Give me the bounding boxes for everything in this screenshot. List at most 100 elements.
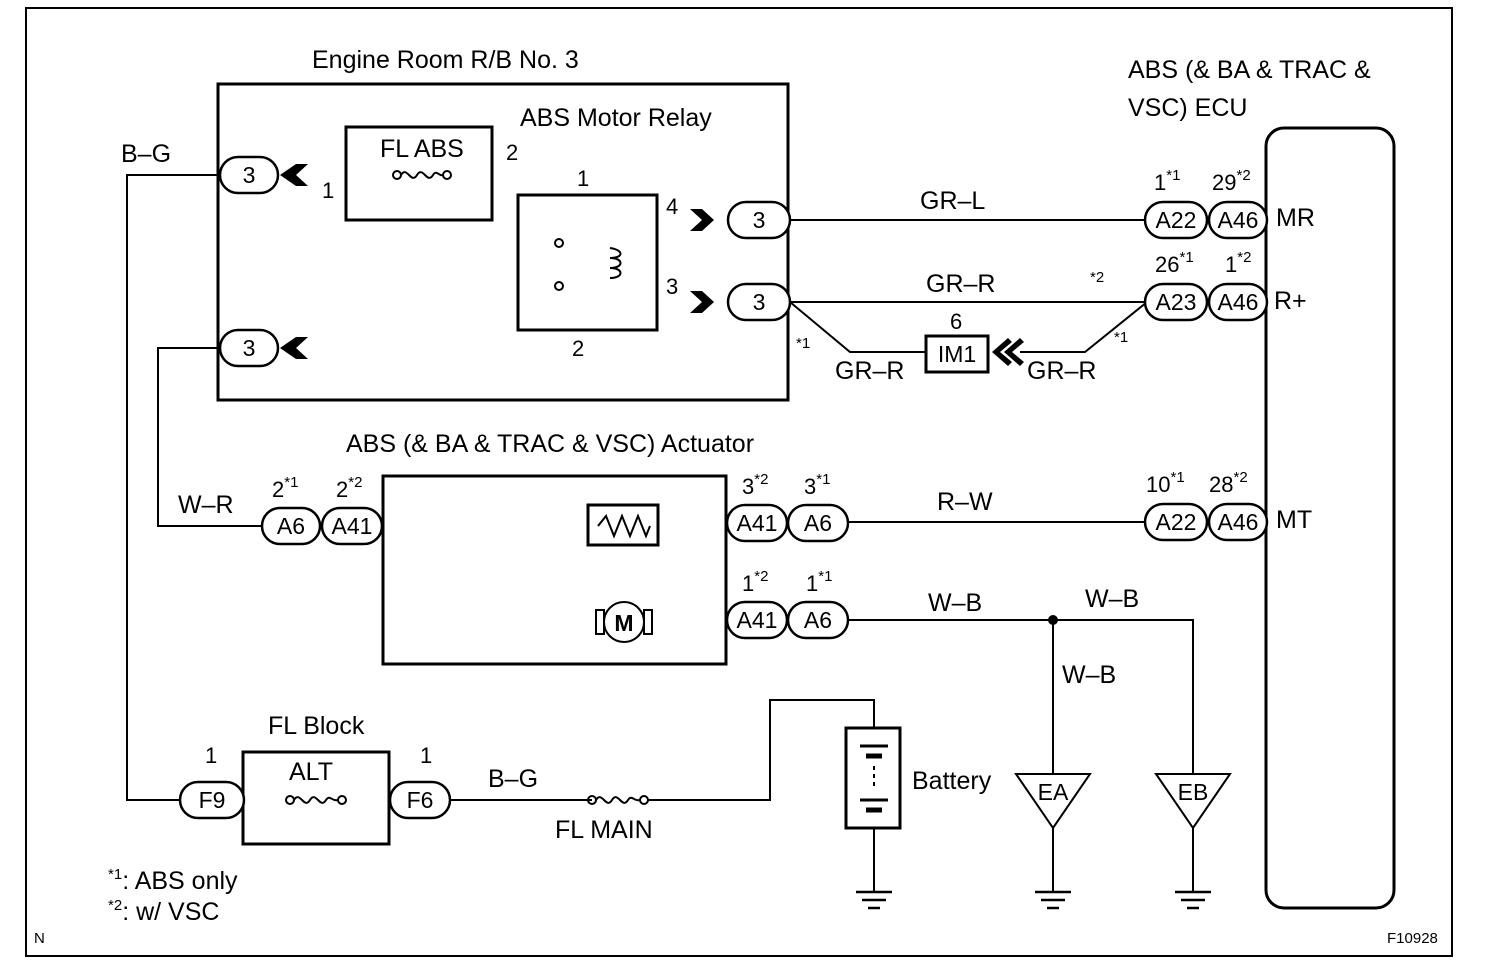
wire-label-wb-3: W–B: [1062, 661, 1116, 689]
pin-mt-a46: 28*2: [1209, 469, 1248, 497]
pin-fl-abs-2: 2: [506, 140, 518, 165]
connector-rb-3c: [726, 282, 792, 322]
connector-label-a46-mt: A46: [1218, 509, 1259, 535]
mark-gr-r-right: *1: [1114, 329, 1128, 346]
pin-fl-abs-1: 1: [322, 178, 334, 203]
chevron-icon-rb-3b: [690, 209, 714, 231]
connector-label-a22-mr: A22: [1156, 207, 1197, 233]
connector-rb-3d: [218, 328, 280, 368]
connector-a46-mt: [1207, 502, 1269, 542]
connector-label-a6-in: A6: [277, 513, 305, 539]
fl-main-fuse-icon: [587, 795, 649, 805]
fuse-icon: [392, 170, 452, 180]
wire-label-wb-2: W–B: [1085, 585, 1139, 613]
motor-icon: [595, 601, 653, 643]
connector-a23-r: [1143, 282, 1209, 322]
actuator-title: ABS (& BA & TRAC & VSC) Actuator: [346, 430, 754, 458]
battery-title: Battery: [912, 767, 992, 795]
connector-label-im1: IM1: [938, 341, 976, 367]
junction-wb: [1048, 615, 1058, 625]
relay-box: [516, 193, 659, 332]
fl-abs-title: FL ABS: [380, 135, 464, 163]
pin-f6: 1: [420, 743, 432, 768]
wire-label-wr: W–R: [178, 491, 234, 519]
motor-relay-title: ABS Motor Relay: [520, 104, 712, 132]
wire-label-gr-r-top: GR–R: [926, 270, 995, 298]
connector-label-a6-mt: A6: [804, 510, 832, 536]
relay-coil-icon: [609, 247, 622, 279]
wire-label-bg-bottom: B–G: [488, 765, 538, 793]
corner-n: N: [34, 930, 45, 947]
connector-label-a41-mt: A41: [737, 510, 778, 536]
wire-label-gr-r-right: GR–R: [1027, 357, 1096, 385]
alt-fuse-icon: [285, 795, 347, 805]
pin-r-a23: 26*1: [1155, 249, 1194, 277]
connector-a46-r: [1207, 282, 1269, 322]
connector-label-f9: F9: [199, 787, 226, 813]
chevron-icon-rb-3a: [280, 164, 308, 186]
pin-f9: 1: [205, 743, 217, 768]
pin-act-a41-in: 2*2: [336, 474, 362, 502]
relay-contact-bottom: [554, 281, 564, 291]
wire-label-bg-top: B–G: [121, 140, 171, 168]
engine-rb-title: Engine Room R/B No. 3: [312, 46, 579, 74]
connector-label-eb: EB: [1178, 779, 1209, 805]
connector-label-rb-3c: 3: [753, 289, 766, 315]
engine-rb-box: [216, 82, 790, 402]
connector-a46-mr: [1207, 200, 1269, 240]
pin-relay-2: 2: [572, 336, 584, 361]
connector-a22-mt: [1143, 502, 1209, 542]
connector-rb-3b: [726, 200, 792, 240]
ground-point-ea-icon: [1014, 773, 1092, 830]
ground-icon-ea: [1035, 890, 1071, 910]
chevron-icon-im1: [992, 338, 1012, 366]
connector-labels: 3 3 3 3 IM1 A22 A46 A23 A46 A22 A46 A6 A…: [199, 162, 1259, 813]
pin-act-a6-in: 2*1: [272, 474, 298, 502]
connector-a6-in: [260, 506, 322, 546]
terminal-mr: MR: [1276, 204, 1315, 232]
pin-numbers-marked: 1*1 29*2 26*1 1*2 10*1 28*2 2*1 2*2 3*2 …: [272, 167, 1251, 596]
mark-gr-r-top: *2: [1090, 269, 1104, 286]
connector-label-a46-r: A46: [1218, 289, 1259, 315]
pin-act-a6-m: 1*1: [806, 568, 832, 596]
ground-icon-eb: [1175, 890, 1211, 910]
connector-label-ea: EA: [1038, 779, 1069, 805]
wire-battery-pos: [648, 699, 875, 801]
connector-a6-m: [786, 600, 850, 640]
connector-label-f6: F6: [407, 787, 434, 813]
wire-wb: [848, 619, 1194, 775]
wire-label-gr-l: GR–L: [920, 187, 985, 215]
chevron-icon-rb-3d: [280, 337, 308, 359]
ecu-title-line1: ABS (& BA & TRAC &: [1128, 56, 1371, 84]
diagram-frame: [25, 7, 1453, 957]
wire-label-gr-r-left: GR–R: [835, 357, 904, 385]
relay-contact-top: [554, 238, 564, 248]
motor-label: M: [614, 610, 633, 636]
wire-bg-left: [126, 174, 220, 801]
connector-a22-mr: [1143, 200, 1209, 240]
connector-label-rb-3a: 3: [243, 162, 256, 188]
connector-label-rb-3d: 3: [243, 335, 256, 361]
pin-relay-3: 3: [666, 274, 678, 299]
connector-label-a46-mr: A46: [1218, 207, 1259, 233]
chevron-icon-rb-3c: [690, 291, 714, 313]
pin-mr-a22: 1*1: [1154, 167, 1180, 195]
pin-act-a6-mt: 3*1: [804, 471, 830, 499]
connector-label-a22-mt: A22: [1156, 509, 1197, 535]
pin-relay-1: 1: [577, 166, 589, 191]
pin-numbers: 1 2 1 4 3 2 6 1 1: [205, 140, 962, 768]
resistor-icon: [597, 513, 651, 539]
connector-a6-mt: [786, 503, 850, 543]
connector-label-a41-m: A41: [737, 607, 778, 633]
wire-gr-r-branch-left: [789, 301, 926, 353]
pin-r-a46: 1*2: [1225, 249, 1251, 277]
fl-main-title: FL MAIN: [555, 816, 653, 844]
pin-mt-a22: 10*1: [1146, 469, 1185, 497]
alt-title: ALT: [289, 758, 333, 786]
terminal-mt: MT: [1276, 506, 1312, 534]
connector-label-a6-m: A6: [804, 607, 832, 633]
mark-gr-r-left: *1: [796, 335, 810, 352]
wire-label-rw: R–W: [937, 488, 993, 516]
connector-f9: [178, 780, 246, 820]
ground-icon-battery: [856, 890, 892, 910]
